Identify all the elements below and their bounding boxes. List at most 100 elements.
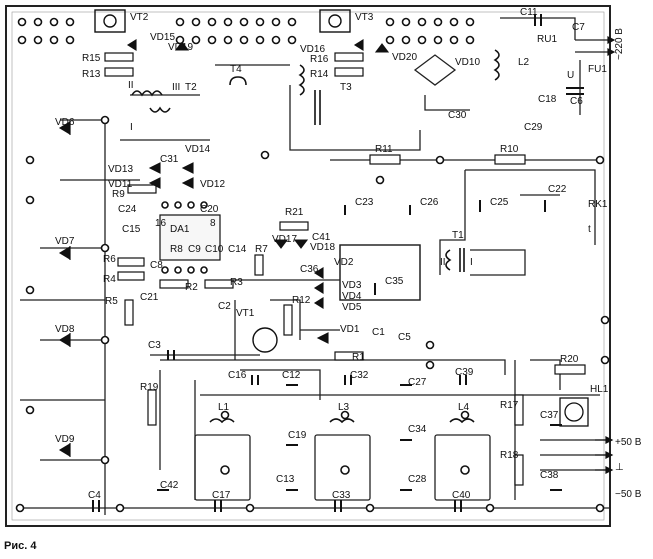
- label-R20: R20: [560, 354, 579, 365]
- label-R11: R11: [375, 144, 393, 155]
- capacitor-symbols: [92, 14, 584, 512]
- label-C19: C19: [288, 430, 307, 441]
- label-VD12: VD12: [200, 179, 225, 190]
- label-R18: R18: [500, 450, 519, 461]
- label-C28: C28: [408, 474, 427, 485]
- label-T2: T2: [185, 82, 197, 93]
- label-R17: R17: [500, 400, 519, 411]
- label-III: III: [172, 82, 180, 93]
- label-VD5: VD5: [342, 302, 362, 313]
- label-R5: R5: [105, 296, 118, 307]
- label-VD20: VD20: [392, 52, 417, 63]
- label-C6: C6: [570, 96, 583, 107]
- label-U: U: [567, 70, 574, 81]
- label-VT1: VT1: [236, 308, 255, 319]
- label-C9: C9: [188, 244, 201, 255]
- label-RK1: RK1: [588, 199, 608, 210]
- label-C35: C35: [385, 276, 404, 287]
- label-T1: T1: [452, 230, 464, 241]
- label-C41: C41: [312, 232, 331, 243]
- board-outline: [5, 5, 611, 527]
- resistor-bodies: [104, 52, 586, 486]
- label-t: t: [588, 224, 591, 235]
- label-C1: C1: [372, 327, 385, 338]
- label-R7: R7: [255, 244, 268, 255]
- label-L1: L1: [218, 402, 230, 413]
- vt1-package: [252, 327, 278, 353]
- label-C8: C8: [150, 260, 163, 271]
- label-II-t1: II: [440, 257, 446, 268]
- label-C31: C31: [160, 154, 179, 165]
- label-L3: L3: [338, 402, 350, 413]
- label-C7: C7: [572, 22, 585, 33]
- label-C42: C42: [160, 480, 179, 491]
- label-C16: C16: [228, 370, 247, 381]
- label-C3: C3: [148, 340, 161, 351]
- label-VD9: VD9: [55, 434, 75, 445]
- label-plus50: +50 В: [615, 437, 642, 448]
- label-VD4: VD4: [342, 291, 362, 302]
- output-terminals: [595, 36, 616, 474]
- label-I-t1: I: [470, 257, 473, 268]
- label-C13: C13: [276, 474, 295, 485]
- label-pin16: 16: [155, 218, 167, 229]
- label-C30: C30: [448, 110, 467, 121]
- transformer-symbols: [131, 49, 500, 424]
- label-VD2: VD2: [334, 257, 354, 268]
- label-R3: R3: [230, 277, 243, 288]
- label-C10: C10: [205, 244, 224, 255]
- board-inner-border: [11, 11, 605, 521]
- label-RU1: RU1: [537, 34, 557, 45]
- label-VD18: VD18: [310, 242, 335, 253]
- label-gnd: ⊥: [615, 462, 624, 473]
- label-C5: C5: [398, 332, 411, 343]
- label-C37: C37: [540, 410, 559, 421]
- label-VD19: VD19: [168, 42, 193, 53]
- label-R8: R8: [170, 244, 183, 255]
- label-VD11: VD11: [108, 179, 133, 190]
- label-T3: T3: [340, 82, 352, 93]
- label-C32: C32: [350, 370, 369, 381]
- label-VD17: VD17: [272, 234, 297, 245]
- solder-pads: [15, 17, 610, 513]
- label-T4: T4: [230, 64, 242, 75]
- label-C17: C17: [212, 490, 231, 501]
- label-R21: R21: [285, 207, 304, 218]
- label-C38: C38: [540, 470, 559, 481]
- label-C34: C34: [408, 424, 427, 435]
- hl1-lamp: [559, 397, 589, 427]
- label-C12: C12: [282, 370, 301, 381]
- label-pin8: 8: [210, 218, 216, 229]
- label-R9: R9: [112, 189, 125, 200]
- da1-chip: [159, 214, 221, 261]
- label-R16: R16: [310, 54, 329, 65]
- label-C40: C40: [452, 490, 471, 501]
- label-C23: C23: [355, 197, 374, 208]
- label-C29: C29: [524, 122, 543, 133]
- label-L4: L4: [458, 402, 470, 413]
- label-R14: R14: [310, 69, 329, 80]
- label-VD13: VD13: [108, 164, 133, 175]
- label-FU1: FU1: [588, 64, 607, 75]
- vt3-package: [319, 9, 351, 33]
- label-C4: C4: [88, 490, 101, 501]
- label-R2: R2: [185, 282, 198, 293]
- label-C20: C20: [200, 204, 219, 215]
- figure-caption: Рис. 4: [4, 540, 37, 552]
- transistor-packages: [94, 9, 351, 353]
- label-C21: C21: [140, 292, 159, 303]
- label-R15: R15: [82, 53, 101, 64]
- label-R1: R1: [352, 352, 365, 363]
- label-C22: C22: [548, 184, 567, 195]
- label-I-t2: I: [130, 122, 133, 133]
- label-C27: C27: [408, 377, 427, 388]
- label-VD8: VD8: [55, 324, 75, 335]
- label-C36: C36: [300, 264, 319, 275]
- label-VD14: VD14: [185, 144, 210, 155]
- label-VD6: VD6: [55, 117, 75, 128]
- label-C11: C11: [520, 7, 538, 18]
- diode-symbols: [58, 39, 390, 457]
- label-C14: C14: [228, 244, 247, 255]
- label-C25: C25: [490, 197, 509, 208]
- label-C18: C18: [538, 94, 557, 105]
